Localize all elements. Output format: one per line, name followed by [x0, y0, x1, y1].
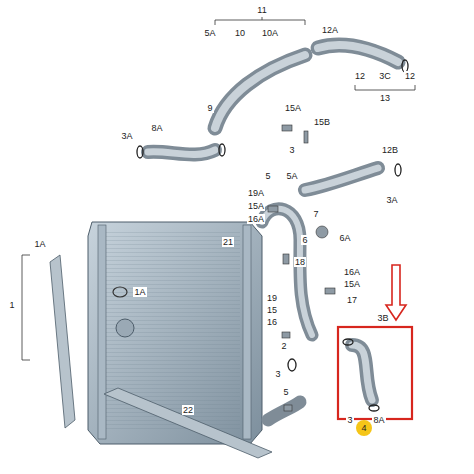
callout-number: 3B — [376, 313, 389, 323]
callout-number: 15A — [343, 279, 361, 289]
callout-number: 1 — [8, 300, 15, 310]
callout-number: 19 — [266, 293, 278, 303]
callout-number: 21 — [222, 237, 234, 247]
callout-number: 8A — [150, 123, 163, 133]
callout-number: 1A — [133, 287, 146, 297]
callout-number: 18 — [294, 257, 306, 267]
callout-number: 6 — [301, 235, 308, 245]
callout-number: 3A — [385, 195, 398, 205]
callout-number: 5 — [264, 171, 271, 181]
callout-number: 5A — [285, 171, 298, 181]
callout-number: 12 — [354, 71, 366, 81]
callout-number: 16A — [247, 214, 265, 224]
callout-number: 3 — [274, 369, 281, 379]
callout-number: 16A — [343, 267, 361, 277]
callout-number: 3 — [346, 415, 353, 425]
callout-number: 12A — [321, 25, 339, 35]
callout-number: 15 — [266, 305, 278, 315]
callout-number: 13 — [379, 93, 391, 103]
callout-number: 11 — [256, 5, 267, 15]
callout-number: 5 — [282, 387, 289, 397]
callout-number: 17 — [346, 295, 358, 305]
callout-number: 10 — [234, 28, 246, 38]
callout-number: 16 — [266, 317, 278, 327]
callout-number: 2 — [280, 341, 287, 351]
callout-number: 9 — [206, 103, 213, 113]
callout-number: 1A — [33, 239, 46, 249]
callout-number: 4 — [361, 423, 366, 433]
callout-number: 12 — [404, 71, 416, 81]
highlight-circle: 4 — [356, 420, 372, 436]
callout-number: 7 — [312, 209, 319, 219]
callout-number: 5A — [203, 28, 216, 38]
callout-number: 22 — [182, 405, 194, 415]
callout-number: 15A — [247, 201, 265, 211]
callout-number: 10A — [261, 28, 279, 38]
callout-number: 6A — [338, 233, 351, 243]
callout-number: 3A — [120, 131, 133, 141]
callout-number: 12B — [381, 145, 399, 155]
callout-number: 8A — [372, 415, 385, 425]
callout-number: 19A — [247, 188, 265, 198]
callout-number: 15B — [313, 117, 331, 127]
callout-number: 3 — [288, 145, 295, 155]
callout-number: 3C — [378, 71, 392, 81]
callout-number: 15A — [284, 103, 302, 113]
